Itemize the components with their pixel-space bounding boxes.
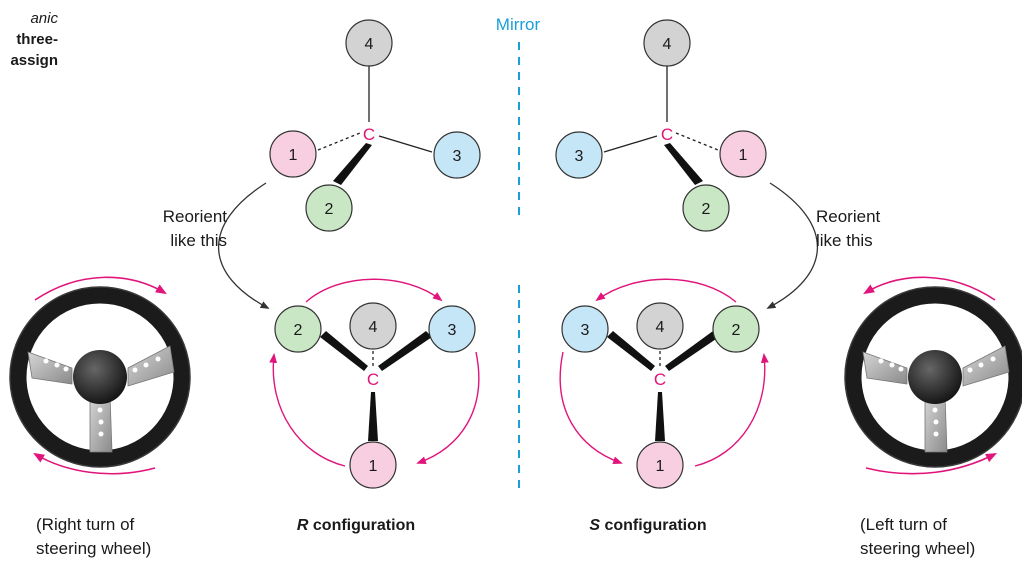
steering-wheel-right-turn	[9, 276, 191, 475]
bond-to-3	[603, 135, 658, 153]
bond-to-3	[378, 135, 433, 153]
atom-2	[274, 305, 322, 353]
r-configuration-molecule: 2 4 3 1 C	[269, 278, 480, 489]
spoke-right	[962, 345, 1010, 387]
rotation-arrow-1-to-2	[269, 353, 346, 467]
right-turn-caption-line1: (Right turn of	[36, 515, 135, 534]
atom-1	[636, 441, 684, 489]
atom-2-label: 2	[325, 201, 334, 218]
atom-4	[643, 19, 691, 67]
atom-2-label: 2	[732, 322, 741, 339]
reorient-text-line1: Reorient	[816, 207, 881, 226]
atom-4	[636, 302, 684, 350]
atom-1-label: 1	[369, 458, 378, 475]
s-configuration-molecule: 2 4 3 1 C	[559, 278, 769, 489]
reorient-text-line2: like this	[170, 231, 227, 250]
wedge-bond-to-2	[664, 143, 703, 185]
atom-4	[349, 302, 397, 350]
carbon-label: C	[654, 370, 666, 389]
atom-1-label: 1	[289, 147, 298, 164]
left-turn-caption-line1: (Left turn of	[860, 515, 947, 534]
top-right-molecule: 4 1 3 2 C	[555, 19, 767, 232]
reorient-arrow-right	[766, 182, 818, 309]
atom-1	[349, 441, 397, 489]
wedge-bond-to-3	[378, 331, 432, 371]
steering-rim	[844, 286, 1022, 468]
top-left-molecule: 4 1 3 2 C	[269, 19, 481, 232]
reorient-arrow-left	[218, 182, 270, 309]
caption-line-3: assign	[10, 52, 58, 69]
atom-3	[555, 131, 603, 179]
atom-2-label: 2	[294, 322, 303, 339]
atom-3-label: 3	[581, 322, 590, 339]
rotation-arrow-top	[863, 276, 996, 301]
hashed-bond-to-1	[675, 132, 719, 151]
atom-4-label: 4	[663, 36, 672, 53]
wedge-bond-to-3	[607, 331, 655, 371]
atom-3-label: 3	[448, 322, 457, 339]
carbon-label: C	[367, 370, 379, 389]
rotation-arrow-top	[34, 276, 167, 301]
atom-3-label: 3	[575, 148, 584, 165]
atom-3	[428, 305, 476, 353]
steering-hub	[73, 350, 127, 404]
atom-1	[719, 130, 767, 178]
s-configuration-label: S configuration	[589, 517, 706, 534]
wedge-bond-to-1	[368, 392, 378, 441]
rotation-arrow-2-to-3	[305, 278, 443, 303]
steering-wheel-left-turn	[844, 276, 1022, 475]
carbon-label: C	[363, 125, 375, 144]
mirror-label: Mirror	[496, 15, 541, 34]
caption-line-2: three-	[16, 31, 58, 48]
caption-line-1: anic	[30, 10, 58, 27]
atom-4-label: 4	[365, 36, 374, 53]
reorient-text-line1: Reorient	[163, 207, 228, 226]
left-turn-caption-line2: steering wheel)	[860, 539, 975, 558]
steering-hub	[908, 350, 962, 404]
atom-4-label: 4	[656, 319, 665, 336]
right-turn-caption-line2: steering wheel)	[36, 539, 151, 558]
atom-3-label: 3	[453, 148, 462, 165]
wedge-bond-to-1	[655, 392, 665, 441]
reorient-text-line2: like this	[816, 231, 873, 250]
reorient-left: Reorient like this	[163, 182, 270, 309]
atom-1-label: 1	[656, 458, 665, 475]
rotation-arrow-3-to-1	[416, 351, 480, 465]
atom-2-label: 2	[702, 201, 711, 218]
rotation-arrow-bottom	[33, 452, 156, 475]
atom-3	[561, 305, 609, 353]
atom-4	[345, 19, 393, 67]
atom-1-label: 1	[739, 147, 748, 164]
atom-2	[682, 184, 730, 232]
rotation-arrow-3-to-1	[559, 351, 623, 465]
steering-rim	[9, 286, 191, 468]
mirror-plane: Mirror	[496, 15, 541, 492]
atom-2	[305, 184, 353, 232]
wedge-bond-to-2	[333, 143, 372, 185]
rotation-arrow-1-to-2	[694, 353, 769, 467]
rotation-arrow-2-to-3	[595, 278, 737, 303]
wedge-bond-to-2	[665, 331, 719, 371]
hashed-bond-to-1	[317, 132, 361, 151]
spoke-right	[127, 345, 175, 387]
reorient-right: Reorient like this	[766, 182, 881, 309]
figure-caption-fragment: anic three- assign	[0, 8, 58, 71]
atom-2	[712, 305, 760, 353]
atom-1	[269, 130, 317, 178]
wedge-bond-to-2	[320, 331, 368, 371]
rotation-arrow-bottom	[865, 452, 997, 475]
carbon-label: C	[661, 125, 673, 144]
r-configuration-label: R configuration	[297, 517, 415, 534]
atom-4-label: 4	[369, 319, 378, 336]
atom-3	[433, 131, 481, 179]
